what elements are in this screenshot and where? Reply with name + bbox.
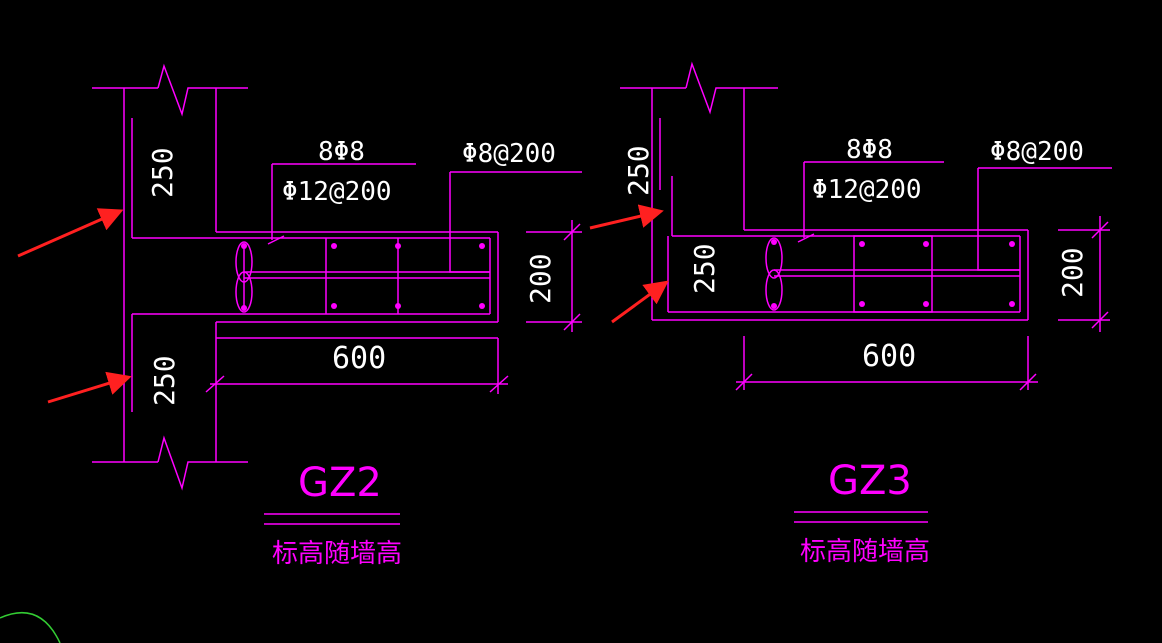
gz3-rebar-dots: [771, 239, 1015, 309]
gz2-rebar-dots: [241, 243, 485, 311]
red-arrow-icon: [17, 208, 124, 258]
gz2-dim-top-250: 250: [146, 147, 179, 198]
gz2-note: 标高随墙高: [272, 539, 402, 569]
red-arrow-icon: [47, 371, 132, 404]
ucs-corner-icon: [0, 611, 61, 643]
red-arrow-icon: [611, 280, 669, 324]
gz2-rebar-main: 8Φ8: [318, 137, 365, 167]
gz2-dim-200: 200: [524, 253, 557, 304]
gz2-rebar-stirrup: Φ12@200: [282, 177, 392, 207]
gz2-rebar-tie: Φ8@200: [462, 139, 556, 169]
gz3-title: GZ3: [828, 458, 912, 504]
gz2-dim-600: 600: [332, 341, 386, 376]
gz3-dimension-lines: [735, 216, 1110, 391]
gz3-dim-200: 200: [1056, 247, 1089, 298]
gz3-rebar-main: 8Φ8: [846, 135, 893, 165]
gz2-dim-bottom-250: 250: [148, 355, 181, 406]
annotation-arrows: [17, 204, 669, 404]
gz3-detail: 250 250 600 200 8Φ8 Φ12@200 Φ8@200 GZ3 标…: [620, 61, 1112, 567]
gz3-dim-top-250: 250: [622, 145, 655, 196]
gz2-title-underline: [264, 513, 400, 525]
gz3-rebar-stirrup: Φ12@200: [812, 175, 922, 205]
gz3-dim-mid-250: 250: [688, 243, 721, 294]
gz2-dimension-lines: [205, 220, 582, 394]
gz3-dim-600: 600: [862, 339, 916, 374]
gz3-rebar-tie: Φ8@200: [990, 137, 1084, 167]
gz3-note: 标高随墙高: [800, 537, 930, 567]
red-arrow-icon: [589, 204, 664, 230]
gz2-wall-outline: [92, 63, 582, 491]
gz3-title-underline: [794, 511, 928, 523]
gz2-title: GZ2: [298, 460, 382, 506]
gz2-detail: 250 250 600 200 8Φ8 Φ12@200 Φ8@200 GZ2 标…: [92, 63, 582, 569]
